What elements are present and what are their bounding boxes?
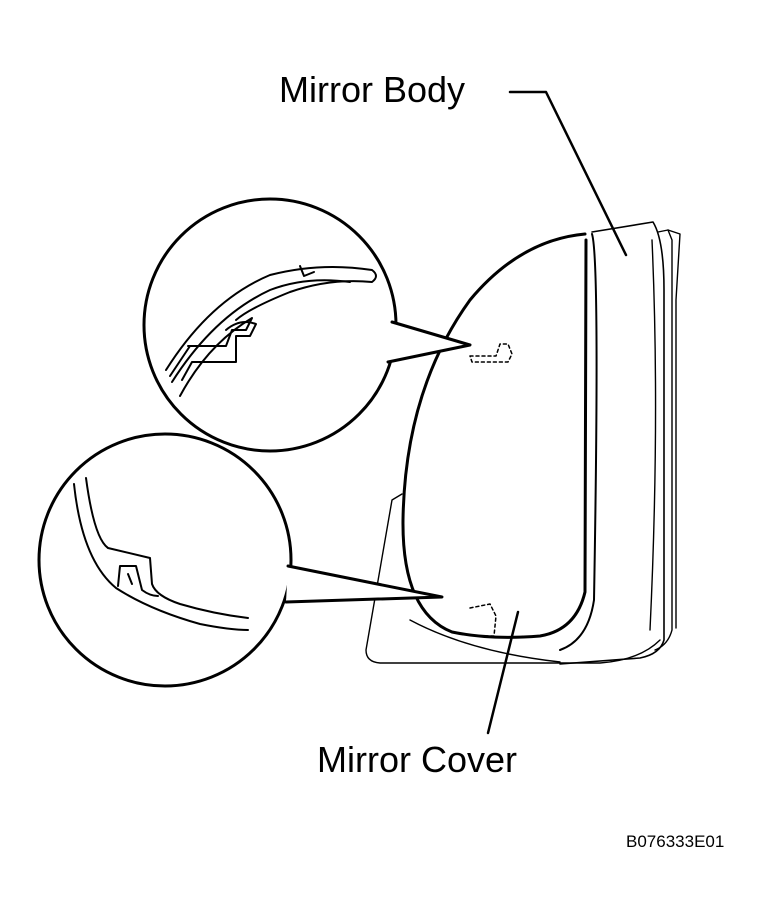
- mirror-base-lip: [409, 619, 561, 663]
- upper-clip-hidden: [469, 343, 513, 363]
- mirror-cover-outline: [401, 232, 588, 639]
- mirror-base-outline: [365, 493, 661, 664]
- mirror-cover-label: Mirror Cover: [317, 739, 518, 780]
- figure-code: B076333E01: [626, 832, 725, 851]
- upper-detail-pointer: [386, 320, 472, 364]
- mirror-body-leader: [508, 90, 628, 257]
- mirror-body-label: Mirror Body: [279, 69, 466, 110]
- upper-detail-circle: [142, 197, 398, 453]
- mirror-body-rear-flange: [667, 229, 681, 629]
- mirror-cover-leader: [486, 610, 520, 735]
- lower-detail-circle: [37, 432, 293, 688]
- lower-clip-detail: [73, 477, 249, 631]
- upper-detail-callout: [142, 197, 472, 453]
- mirror-body-rear-edge: [654, 229, 673, 651]
- lower-detail-callout: [37, 432, 444, 688]
- lower-clip-hidden: [469, 603, 497, 637]
- mirror-assembly: [365, 221, 681, 665]
- upper-clip-detail: [165, 265, 377, 397]
- cover-body-seam: [559, 233, 598, 651]
- mirror-body-outline: [559, 221, 665, 665]
- mirror-body-inner-edge: [649, 239, 657, 631]
- lower-detail-pointer: [284, 564, 444, 604]
